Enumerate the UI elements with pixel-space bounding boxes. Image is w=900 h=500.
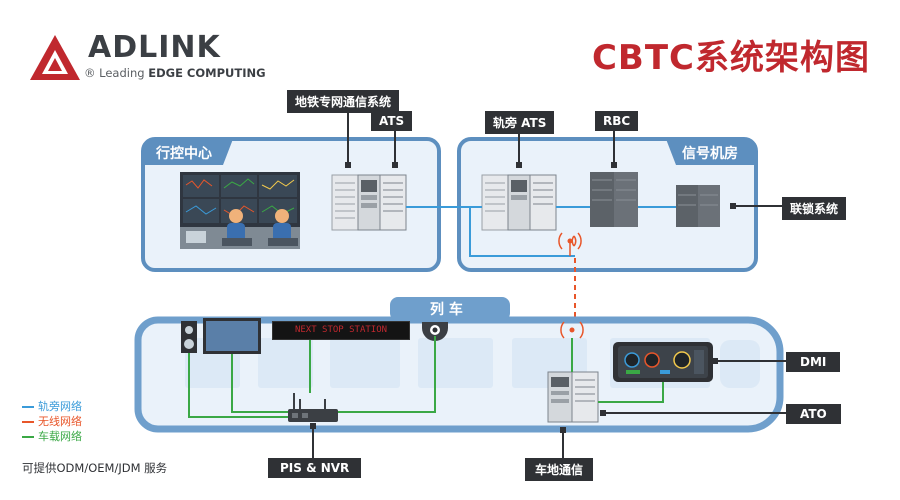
train-title-tab (390, 297, 510, 321)
ats-server-icon (357, 174, 407, 231)
legend-item-onboard: 车载网络 (22, 428, 82, 444)
control-center-title: 行控中心 (156, 146, 212, 162)
train-ground-comm-label: 车地通信 (525, 458, 594, 481)
legend-label: 车载网络 (38, 430, 82, 443)
onboard-antenna-icon (560, 321, 584, 339)
trackside-ats-label: 轨旁 ATS (485, 111, 555, 134)
legend-item-trackside: 轨旁网络 (22, 398, 82, 414)
rbc-label: RBC (595, 111, 639, 131)
legend-label: 无线网络 (38, 415, 82, 428)
footnote: 可提供ODM/OEM/JDM 服务 (22, 461, 168, 475)
pis-nvr-label: PIS & NVR (268, 458, 362, 478)
legend-item-wireless: 无线网络 (22, 413, 82, 429)
camera-icon (422, 322, 448, 341)
speaker-icon (181, 321, 197, 353)
trackside-antenna-icon (558, 232, 582, 256)
control-center-title-bar (143, 139, 233, 165)
tagline-prefix: Leading (99, 66, 149, 80)
signal-room-title-bar (666, 139, 756, 165)
interlocking-label: 联锁系统 (782, 197, 847, 220)
rbc-server-icon (590, 172, 638, 227)
trackside-ats-server-icon (481, 174, 557, 231)
metro-comm-server-icon (331, 174, 359, 231)
operators-icon (222, 209, 298, 246)
legend-swatch (22, 421, 34, 423)
signal-room-title: 信号机房 (682, 146, 738, 162)
onboard-server-icon (547, 371, 599, 423)
monitor-icon (203, 318, 261, 354)
brand-tagline: ® Leading EDGE COMPUTING (84, 66, 266, 80)
ats-label: ATS (371, 111, 413, 131)
brand-name: ADLINK (88, 30, 221, 65)
onboard-network-lines (188, 336, 664, 418)
legend-swatch (22, 436, 34, 438)
registered-mark: ® (84, 66, 96, 80)
adlink-logo-icon (30, 35, 80, 80)
next-stop-ticker: NEXT STOP STATION (272, 321, 410, 340)
ato-label: ATO (786, 404, 841, 424)
video-wall-icon (180, 172, 300, 249)
pis-nvr-device-icon (288, 393, 338, 422)
page-title: CBTC系统架构图 (591, 38, 870, 78)
dmi-console-icon (613, 342, 713, 382)
trackside-network-lines (406, 206, 676, 257)
tagline-bold: EDGE COMPUTING (148, 66, 266, 80)
interlocking-server-icon (676, 185, 720, 227)
dmi-label: DMI (786, 352, 841, 372)
legend-swatch (22, 406, 34, 408)
legend-label: 轨旁网络 (38, 400, 82, 413)
train-title: 列 车 (430, 302, 463, 318)
metro-comm-label: 地铁专网通信系统 (287, 90, 400, 113)
